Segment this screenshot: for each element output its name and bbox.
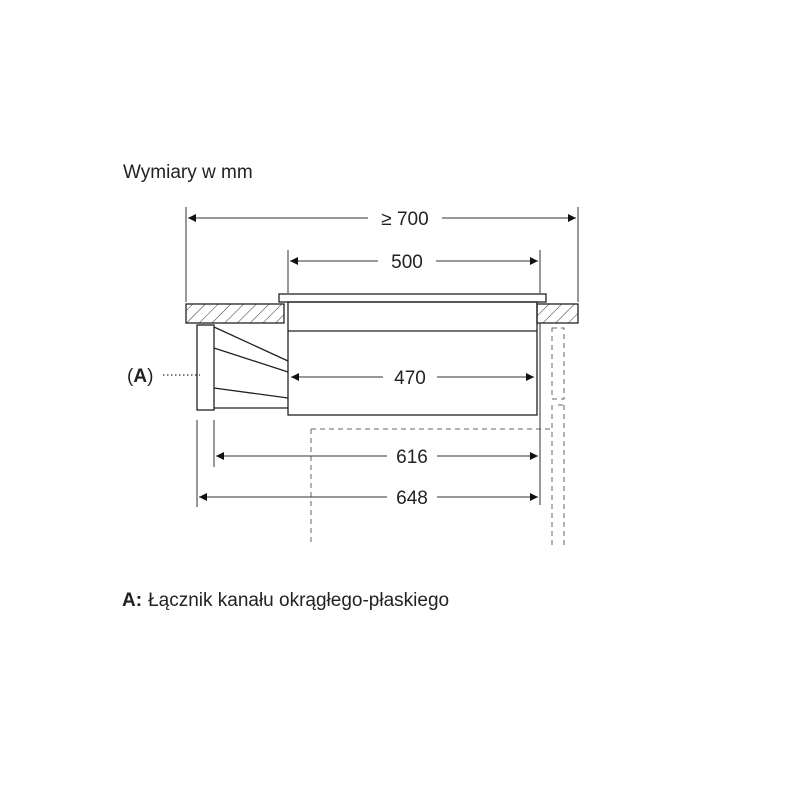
dimension-overall: ≥ 700 [188, 209, 576, 230]
extension-lines-top [185, 207, 579, 302]
dimension-label-body: 470 [394, 368, 426, 389]
svg-text:(A): (A) [127, 366, 153, 387]
countertop [185, 303, 579, 324]
dimension-label-648: 648 [396, 488, 428, 509]
dimension-648: 648 [199, 488, 538, 509]
duct-connector [196, 324, 289, 411]
diagram-title: Wymiary w mm [123, 162, 253, 183]
dimension-label-overall: ≥ 700 [381, 209, 428, 230]
dimension-body: 470 [291, 368, 534, 389]
legend: A:Łącznik kanału okrągłego-płaskiego [122, 590, 449, 611]
hob-unit [278, 293, 547, 416]
cabinet-outline-dashed [310, 327, 565, 548]
dimension-616: 616 [216, 447, 538, 468]
dimension-label-616: 616 [396, 447, 428, 468]
dimension-cutout: 500 [290, 252, 538, 273]
extension-lines-bottom [196, 323, 541, 507]
dimension-label-cutout: 500 [391, 252, 423, 273]
callout-a: (A) [127, 366, 200, 387]
